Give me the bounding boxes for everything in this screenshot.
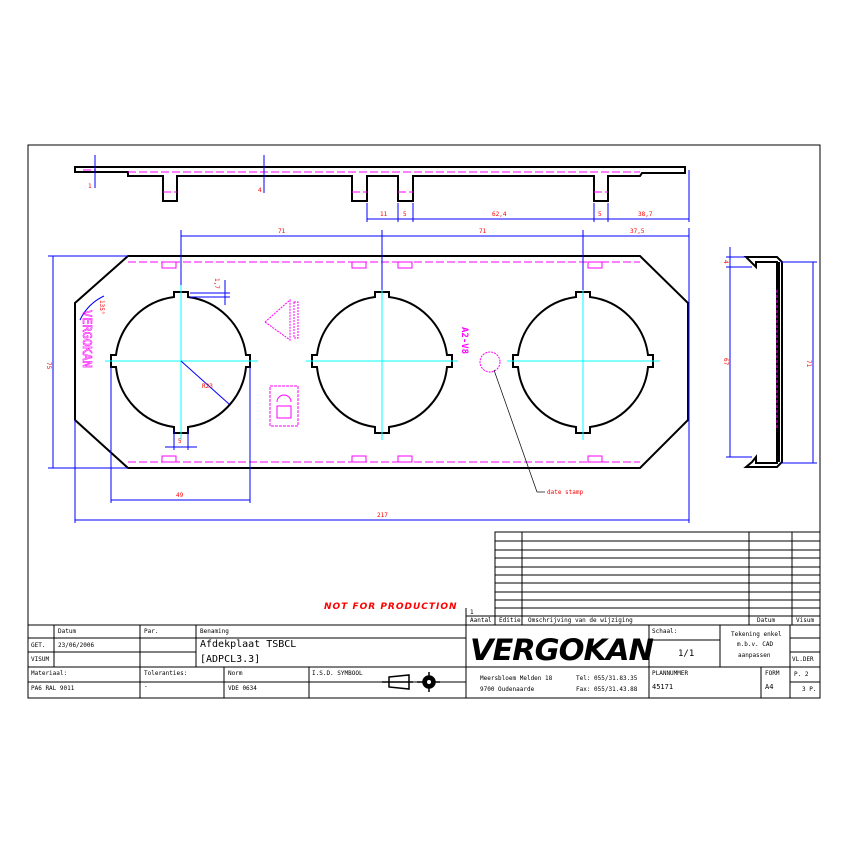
rev-header-aantal: Aantal bbox=[470, 617, 492, 624]
toleranties-label: Toleranties: bbox=[144, 670, 188, 677]
front-view-outline bbox=[74, 255, 689, 469]
dim-text: 62,4 bbox=[492, 211, 507, 218]
rev-header-editie: Editie bbox=[499, 617, 521, 624]
date-stamp-circle bbox=[479, 351, 501, 373]
form-label: FORM bbox=[765, 670, 780, 677]
dim-text: 5 bbox=[403, 211, 407, 218]
engraved-logo: VERGOKAN bbox=[80, 310, 94, 368]
front-view-holes bbox=[110, 291, 654, 434]
cad-note-line3: aanpassen bbox=[738, 652, 771, 659]
dim-text: 71 bbox=[479, 228, 487, 235]
company-address-city: 9700 Oudenaarde bbox=[480, 686, 535, 693]
benaming-header: Benaming bbox=[200, 628, 229, 635]
dim-text: 4 bbox=[722, 260, 729, 264]
dim-text: R23 bbox=[202, 383, 213, 390]
plannummer-label: PLANNUMMER bbox=[652, 670, 689, 677]
triangle-mark bbox=[264, 298, 299, 341]
front-view-dims bbox=[48, 228, 690, 523]
schaal-value: 1/1 bbox=[678, 649, 695, 659]
dim-text: 67 bbox=[722, 358, 729, 366]
company-tel: Tel: 055/31.83.35 bbox=[576, 675, 638, 682]
company-fax: Fax: 055/31.43.88 bbox=[576, 686, 638, 693]
date-stamp-label: date stamp bbox=[547, 489, 584, 496]
dim-text: 38,7 bbox=[638, 211, 653, 218]
company-logo: VERGOKAN bbox=[470, 633, 654, 667]
dim-text: 1,7 bbox=[213, 278, 220, 289]
ce-mark bbox=[269, 385, 299, 427]
materiaal-value: PA6 RAL 9011 bbox=[31, 685, 75, 692]
top-view-dims bbox=[94, 155, 690, 222]
iso-projection-symbol bbox=[382, 672, 440, 692]
dim-text: 49 bbox=[176, 492, 184, 499]
top-view bbox=[74, 166, 686, 202]
engraved-code: A2-V8 bbox=[459, 327, 469, 354]
rev-header-datum: Datum bbox=[757, 617, 776, 624]
datum-header: Datum bbox=[58, 628, 77, 635]
company-address-street: Meersbloem Melden 18 bbox=[480, 675, 553, 682]
revision-table bbox=[465, 531, 821, 698]
iso-symbol-label: I.S.D. SYMBOOL bbox=[312, 670, 363, 677]
vl-der-label: VL.DER bbox=[792, 656, 814, 663]
materiaal-label: Materiaal: bbox=[31, 670, 68, 677]
get-date: 23/06/2006 bbox=[58, 642, 95, 649]
norm-label: Norm bbox=[228, 670, 243, 677]
dim-text: 5 bbox=[598, 211, 602, 218]
dim-text: 11 bbox=[380, 211, 388, 218]
par-header: Par. bbox=[144, 628, 159, 635]
front-view-hidden bbox=[128, 261, 640, 463]
cad-note-line2: m.b.v. CAD bbox=[737, 641, 774, 648]
norm-value: VDE 0634 bbox=[228, 685, 257, 692]
schaal-label: Schaal: bbox=[652, 628, 678, 635]
dim-text: 4 bbox=[258, 187, 262, 194]
visum-label: VISUM bbox=[31, 656, 50, 663]
dim-text: 1 bbox=[88, 183, 92, 190]
plannummer-value: 45171 bbox=[652, 683, 674, 691]
top-view-hidden bbox=[83, 169, 640, 193]
dim-text: 217 bbox=[377, 512, 388, 519]
side-view-dims bbox=[726, 247, 817, 464]
sheet-number: P. 2 bbox=[794, 671, 809, 678]
dim-text: 71 bbox=[805, 360, 812, 368]
drawing-code: [ADPCL3.3] bbox=[200, 654, 261, 665]
side-view bbox=[743, 256, 783, 468]
dim-text: 37,5 bbox=[630, 228, 645, 235]
dim-text: 71 bbox=[278, 228, 286, 235]
form-value: A4 bbox=[765, 683, 774, 691]
drawing-title: Afdekplaat TSBCL bbox=[200, 639, 297, 650]
cad-note-line1: Tekening enkel bbox=[731, 631, 782, 638]
watermark-not-for-production: NOT FOR PRODUCTION bbox=[324, 602, 458, 612]
leader-line bbox=[493, 369, 538, 493]
sheet-count: 3 P. bbox=[802, 686, 817, 693]
rev-header-visum: Visum bbox=[796, 617, 815, 624]
rev-header-omschrijving: Omschrijving van de wijziging bbox=[528, 617, 633, 624]
drawing-border bbox=[27, 144, 821, 699]
get-label: GET. bbox=[31, 642, 46, 649]
dim-text: 75 bbox=[45, 362, 52, 370]
front-view-tabs bbox=[161, 261, 603, 463]
toleranties-value: - bbox=[144, 683, 148, 690]
revision-marker: 1 bbox=[470, 609, 474, 616]
dim-text: 135° bbox=[98, 300, 105, 314]
centerlines bbox=[105, 285, 660, 440]
dim-text: 5 bbox=[178, 438, 182, 445]
